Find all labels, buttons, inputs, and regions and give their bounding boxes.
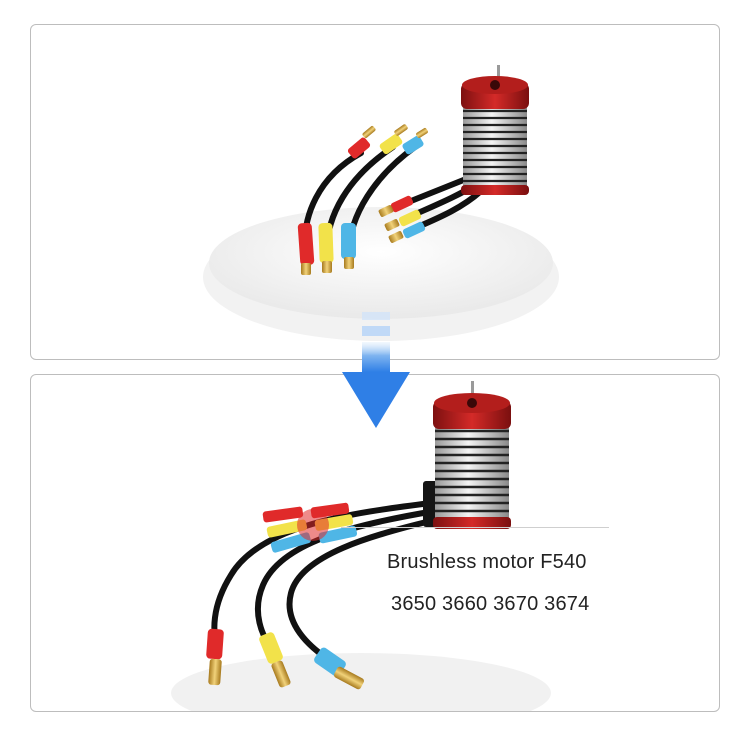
loose-lead-connectors [297,124,428,275]
before-scene [203,65,559,341]
product-title: Brushless motor F540 [387,551,587,573]
after-scene [171,381,551,711]
connected-leads [211,500,442,664]
after-panel: Brushless motor F540 3650 3660 3670 3674 [30,374,720,712]
motor [423,381,511,529]
highlight-marker [297,509,329,541]
before-panel [30,24,720,360]
motor [461,65,529,195]
product-model-numbers: 3650 3660 3670 3674 [391,593,590,615]
turntable [203,207,559,341]
lead-junction [262,502,358,553]
caption-divider [341,527,609,528]
lead-ends [206,628,365,690]
down-arrow-icon [342,312,410,428]
motor-lead-connectors [378,195,426,243]
